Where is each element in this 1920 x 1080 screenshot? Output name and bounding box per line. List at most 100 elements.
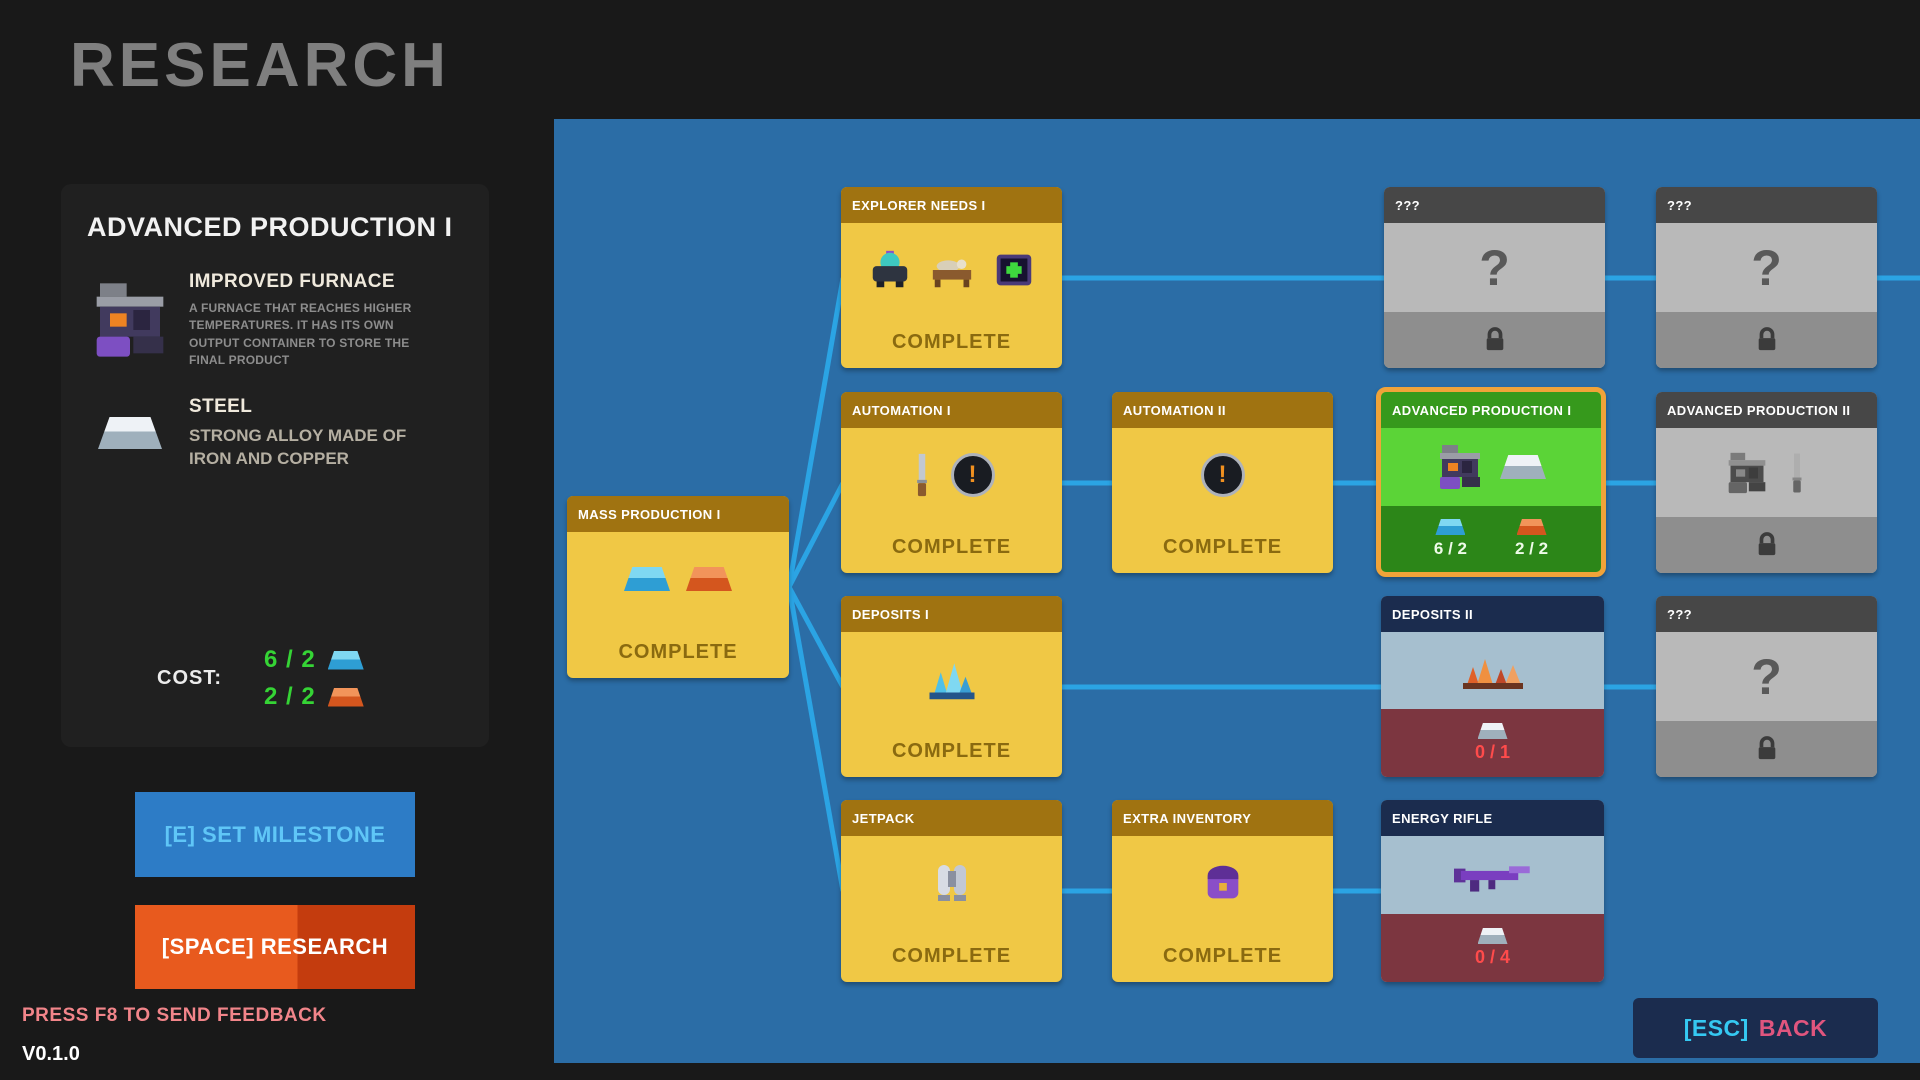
node-icons	[1381, 632, 1604, 709]
furnace-icon	[1440, 445, 1480, 489]
cost-line-copper: 2 / 2	[264, 683, 364, 711]
steel-ingot-icon	[98, 417, 162, 449]
jetpack-icon	[937, 865, 966, 901]
node-status: COMPLETE	[1162, 944, 1283, 967]
question-mark: ?	[1751, 648, 1782, 705]
node-explorer-needs-1[interactable]: EXPLORER NEEDS I C	[841, 187, 1062, 368]
node-lock-footer	[1656, 312, 1877, 368]
node-extra-inventory[interactable]: EXTRA INVENTORY COMPLETE	[1112, 800, 1333, 982]
copper-ingot-icon	[686, 567, 732, 591]
node-unknown-mid[interactable]: ??? ?	[1656, 596, 1877, 777]
node-icons	[1112, 836, 1333, 930]
back-button[interactable]: [ESC] BACK	[1633, 998, 1878, 1058]
lock-icon	[1758, 327, 1775, 351]
node-title: ADVANCED PRODUCTION I	[1381, 392, 1601, 428]
feedback-hint: PRESS F8 TO SEND FEEDBACK	[22, 1005, 327, 1026]
iron-ingot-icon	[1435, 519, 1466, 535]
node-icons	[841, 632, 1062, 725]
iron-ingot-icon	[327, 650, 364, 670]
back-button-label: BACK	[1758, 1014, 1828, 1041]
node-title: DEPOSITS I	[841, 596, 1062, 632]
node-icons: !	[841, 428, 1062, 521]
node-mass-production-1[interactable]: MASS PRODUCTION I COMPLETE	[567, 496, 789, 678]
furnace-icon	[1728, 452, 1765, 493]
energy-rifle-icon	[1453, 865, 1530, 892]
cost-line-iron: 6 / 2	[264, 646, 364, 674]
cost-section: COST: 6 / 2 2 / 2	[87, 646, 463, 725]
set-milestone-button[interactable]: [E] SET MILESTONE	[135, 792, 415, 877]
node-automation-2[interactable]: AUTOMATION II ! COMPLETE	[1112, 392, 1333, 573]
node-title: ???	[1656, 596, 1877, 632]
node-icons: ?	[1656, 223, 1877, 312]
bench-icon	[932, 258, 971, 287]
node-advanced-production-1[interactable]: ADVANCED PRODUCTION I 6 / 2 2 / 2	[1376, 387, 1606, 577]
node-automation-1[interactable]: AUTOMATION I ! COMPLETE	[841, 392, 1062, 573]
node-title: ???	[1384, 187, 1605, 223]
unlock-text: STEEL STRONG ALLOY MADE OF IRON AND COPP…	[189, 396, 429, 471]
cost-value: 2 / 2	[264, 683, 316, 710]
tool-icon	[916, 453, 927, 496]
node-unknown-top-2[interactable]: ??? ?	[1656, 187, 1877, 368]
node-title: AUTOMATION II	[1112, 392, 1333, 428]
node-status: COMPLETE	[891, 330, 1012, 353]
unlock-name: IMPROVED FURNACE	[189, 271, 395, 292]
research-button[interactable]: [SPACE] RESEARCH	[135, 905, 415, 989]
steel-ingot-icon	[1477, 928, 1508, 944]
node-icons: !	[1112, 428, 1333, 521]
node-unknown-top-1[interactable]: ??? ?	[1384, 187, 1605, 368]
cost-value: 6 / 2	[1433, 539, 1467, 558]
cost-value: 0 / 1	[1474, 742, 1511, 762]
node-advanced-production-2[interactable]: ADVANCED PRODUCTION II	[1656, 392, 1877, 573]
node-title: EXTRA INVENTORY	[1112, 800, 1333, 836]
cost-label: COST:	[157, 667, 222, 689]
unlock-description: STRONG ALLOY MADE OF IRON AND COPPER	[189, 425, 407, 468]
unlock-improved-furnace: IMPROVED FURNACE A FURNACE THAT REACHES …	[87, 271, 463, 370]
orange-ore-icon	[1462, 658, 1523, 689]
node-status: COMPLETE	[891, 739, 1012, 762]
lock-icon	[1486, 327, 1503, 351]
unlock-name: STEEL	[189, 395, 253, 417]
node-title: ENERGY RIFLE	[1381, 800, 1604, 836]
node-title: ADVANCED PRODUCTION II	[1656, 392, 1877, 428]
node-cost-footer: 6 / 2 2 / 2	[1381, 506, 1601, 572]
node-status: COMPLETE	[1162, 535, 1283, 558]
node-title: MASS PRODUCTION I	[567, 496, 789, 532]
node-cost-iron: 6 / 2	[1434, 519, 1467, 559]
iron-ingot-icon	[624, 567, 670, 591]
node-status: COMPLETE	[891, 535, 1012, 558]
node-lock-footer	[1656, 721, 1877, 777]
back-button-key: [ESC]	[1683, 1014, 1749, 1041]
research-detail-panel: ADVANCED PRODUCTION I IMPROVED FURNACE A…	[61, 184, 489, 747]
rover-icon	[872, 250, 907, 287]
node-status: COMPLETE	[891, 944, 1012, 967]
node-lock-footer	[1656, 517, 1877, 573]
unlock-iconbox	[87, 396, 173, 471]
node-icons	[841, 836, 1062, 930]
node-title: ???	[1656, 187, 1877, 223]
node-icons: ?	[1384, 223, 1605, 312]
cost-value: 2 / 2	[1515, 539, 1549, 558]
node-energy-rifle[interactable]: ENERGY RIFLE 0 / 4	[1381, 800, 1604, 982]
automation-coin-icon: !	[1200, 452, 1245, 497]
question-mark: ?	[1479, 239, 1510, 296]
node-icons	[1381, 836, 1604, 914]
node-deposits-1[interactable]: DEPOSITS I COMPLETE	[841, 596, 1062, 777]
node-icons: ?	[1656, 632, 1877, 721]
node-cost-footer: 0 / 4	[1381, 914, 1604, 982]
pouch-icon	[1207, 865, 1238, 899]
node-cost-copper: 2 / 2	[1515, 519, 1548, 559]
unlock-iconbox	[87, 271, 173, 370]
node-icons	[567, 532, 789, 626]
selected-research-title: ADVANCED PRODUCTION I	[87, 212, 453, 242]
drill-tool-icon	[1792, 453, 1801, 492]
node-jetpack[interactable]: JETPACK COMPLETE	[841, 800, 1062, 982]
node-icons	[1381, 428, 1601, 506]
cost-value: 6 / 2	[264, 646, 316, 673]
node-cost-footer: 0 / 1	[1381, 709, 1604, 777]
node-deposits-2[interactable]: DEPOSITS II 0 / 1	[1381, 596, 1604, 777]
node-title: DEPOSITS II	[1381, 596, 1604, 632]
cost-lines: 6 / 2 2 / 2	[264, 646, 364, 711]
node-lock-footer	[1384, 312, 1605, 368]
blue-ore-icon	[929, 662, 974, 699]
